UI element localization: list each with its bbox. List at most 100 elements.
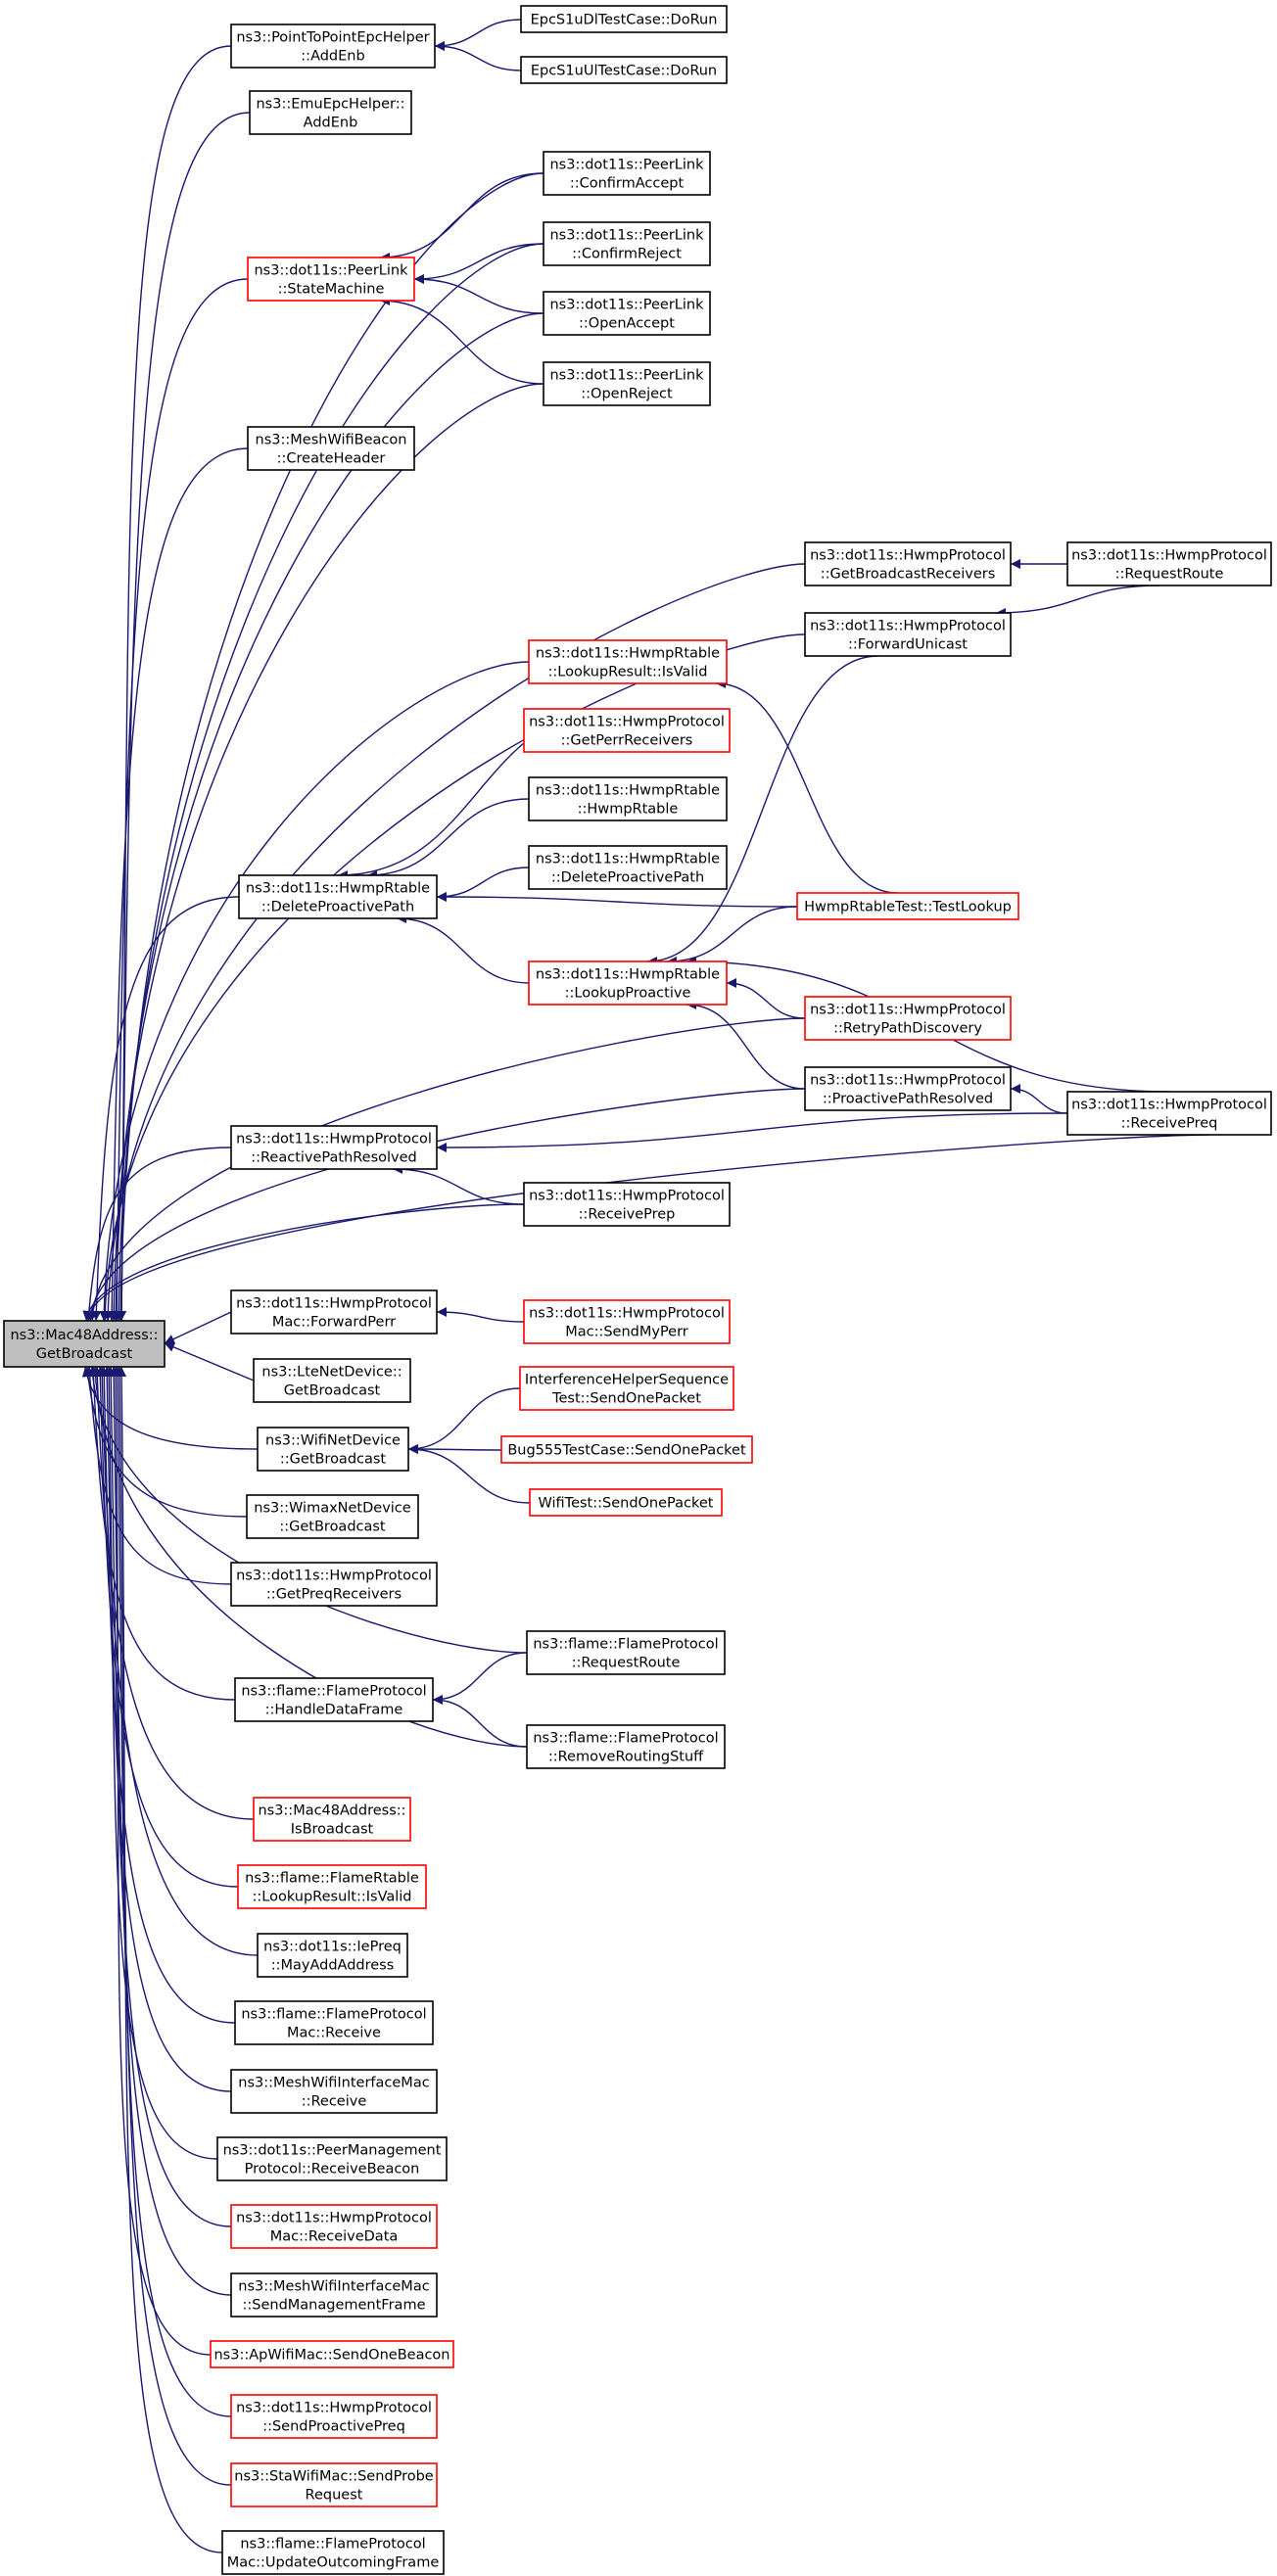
node-hp-sendproactivepreq[interactable]: ns3::dot11s::HwmpProtocol::SendProactive…	[230, 2394, 438, 2439]
node-iepreq-mayaddaddress[interactable]: ns3::dot11s::IePreq::MayAddAddress	[257, 1933, 408, 1978]
node-label-line: ns3::flame::FlameProtocol	[241, 1684, 426, 1700]
node-box	[543, 151, 711, 196]
node-box	[253, 1358, 411, 1403]
node-hp-receiveprep[interactable]: ns3::dot11s::HwmpProtocol::ReceivePrep	[523, 1182, 731, 1227]
node-hr-lookupproactive[interactable]: ns3::dot11s::HwmpRtable::LookupProactive	[528, 960, 728, 1006]
node-hp-reactivepathresolved[interactable]: ns3::dot11s::HwmpProtocol::ReactivePathR…	[230, 1125, 438, 1170]
node-pl-confirmreject[interactable]: ns3::dot11s::PeerLink::ConfirmReject	[543, 221, 711, 266]
edge-mwim_receive-to-root	[102, 1366, 232, 2092]
node-epc-ul[interactable]: EpcS1uUlTestCase::DoRun	[520, 56, 728, 84]
node-hrt-testlookup[interactable]: HwmpRtableTest::TestLookup	[796, 892, 1019, 920]
edge-hp_receivepreq-to-hp_reactivepathresolved	[436, 1112, 1068, 1152]
node-label-line: ::Receive	[302, 2094, 367, 2110]
node-label-line: ns3::EmuEpcHelper::	[256, 97, 404, 113]
node-hr-lookupresult-isvalid[interactable]: ns3::dot11s::HwmpRtable::LookupResult::I…	[528, 639, 728, 684]
node-label-line: ns3::dot11s::HwmpProtocol	[810, 1073, 1006, 1089]
node-hp-requestroute[interactable]: ns3::dot11s::HwmpProtocol::RequestRoute	[1066, 541, 1272, 586]
edge-epc_dl-to-p2p_addenb	[434, 19, 522, 51]
node-label-line: ::LookupResult::IsValid	[547, 665, 707, 680]
node-fr-lookupresult-isvalid[interactable]: ns3::flame::FlameRtable::LookupResult::I…	[237, 1864, 427, 1909]
node-box	[523, 1299, 731, 1344]
node-emu-addenb[interactable]: ns3::EmuEpcHelper::AddEnb	[249, 90, 412, 135]
node-fp-handledataframe[interactable]: ns3::flame::FlameProtocol::HandleDataFra…	[234, 1677, 434, 1722]
node-label-line: ::CreateHeader	[277, 451, 386, 467]
node-epc-dl[interactable]: EpcS1uDlTestCase::DoRun	[520, 5, 728, 33]
edge-pl_statemachine-to-root	[112, 278, 249, 1322]
edge-pl_openaccept-to-root	[111, 312, 544, 1322]
node-box	[230, 2394, 438, 2439]
node-hp-getperrreceivers[interactable]: ns3::dot11s::HwmpProtocol::GetPerrReceiv…	[523, 708, 731, 753]
node-hpm-receivedata[interactable]: ns3::dot11s::HwmpProtocolMac::ReceiveDat…	[230, 2204, 438, 2249]
node-p2p-addenb[interactable]: ns3::PointToPointEpcHelper::AddEnb	[230, 23, 436, 69]
node-bug555-sendonepacket[interactable]: Bug555TestCase::SendOnePacket	[500, 1435, 753, 1464]
node-label-line: ns3::dot11s::HwmpRtable	[536, 646, 720, 662]
node-box	[230, 1289, 438, 1335]
node-root[interactable]: ns3::Mac48Address::GetBroadcast	[3, 1320, 166, 1368]
node-box	[210, 2340, 454, 2368]
node-label-line: EpcS1uUlTestCase::DoRun	[531, 64, 717, 79]
node-mwim-receive[interactable]: ns3::MeshWifiInterfaceMac::Receive	[230, 2069, 438, 2114]
edge-p2p_addenb-to-root	[117, 45, 232, 1322]
node-hr-hwmprtable[interactable]: ns3::dot11s::HwmpRtable::HwmpRtable	[528, 776, 728, 821]
node-label-line: ::ReactivePathResolved	[251, 1150, 417, 1166]
node-hr-deleteproactivepath2[interactable]: ns3::dot11s::HwmpRtable::DeleteProactive…	[528, 845, 728, 890]
node-hr-deleteproactivepath[interactable]: ns3::dot11s::HwmpRtable::DeleteProactive…	[238, 874, 438, 919]
node-pmp-receivebeacon[interactable]: ns3::dot11s::PeerManagementProtocol::Rec…	[216, 2136, 448, 2181]
node-pl-openreject[interactable]: ns3::dot11s::PeerLink::OpenReject	[543, 361, 711, 406]
node-label-line: ns3::dot11s::PeerLink	[254, 263, 408, 279]
node-box	[528, 639, 728, 684]
node-hp-receivepreq[interactable]: ns3::dot11s::HwmpProtocol::ReceivePreq	[1066, 1091, 1272, 1136]
node-mwim-sendmanagementframe[interactable]: ns3::MeshWifiInterfaceMac::SendManagemen…	[230, 2272, 438, 2318]
node-hp-getpreqreceivers[interactable]: ns3::dot11s::HwmpProtocol::GetPreqReceiv…	[230, 1562, 438, 1607]
node-label-line: ::SendProactivePreq	[262, 2419, 405, 2435]
node-wifitest-sendonepacket[interactable]: WifiTest::SendOnePacket	[529, 1488, 723, 1517]
node-box	[247, 257, 415, 302]
edge-hp_receiveprep-to-hp_reactivepathresolved	[392, 1164, 525, 1205]
edge-pl_openreject-to-pl_statemachine	[379, 296, 544, 385]
node-box	[230, 23, 436, 69]
node-label-line: ns3::dot11s::HwmpRtable	[246, 881, 430, 897]
node-hpm-forwardperr[interactable]: ns3::dot11s::HwmpProtocolMac::ForwardPer…	[230, 1289, 438, 1335]
node-wifi-getbroadcast[interactable]: ns3::WifiNetDevice::GetBroadcast	[257, 1427, 409, 1472]
node-label-line: ns3::dot11s::PeerLink	[549, 368, 704, 384]
node-label-line: ns3::flame::FlameProtocol	[241, 2007, 426, 2023]
edge-hp_requestroute-to-hp_forwardunicast	[995, 585, 1160, 618]
node-label-line: ::ReceivePrep	[579, 1207, 676, 1223]
edge-hp_proactivepathresolved-to-hr_lookupproactive	[686, 1000, 806, 1090]
node-label-line: Mac::UpdateOutcomingFrame	[227, 2555, 440, 2571]
node-box	[230, 2069, 438, 2114]
node-pl-statemachine[interactable]: ns3::dot11s::PeerLink::StateMachine	[247, 257, 415, 302]
node-interf-sendonepacket[interactable]: InterferenceHelperSequenceTest::SendOneP…	[519, 1366, 734, 1411]
node-fp-requestroute[interactable]: ns3::flame::FlameProtocol::RequestRoute	[526, 1630, 726, 1675]
node-mwb-createheader[interactable]: ns3::MeshWifiBeacon::CreateHeader	[247, 426, 415, 471]
node-box	[234, 1677, 434, 1722]
node-label-line: ns3::dot11s::HwmpProtocol	[1071, 1098, 1267, 1113]
node-hp-retrypathdiscovery[interactable]: ns3::dot11s::HwmpProtocol::RetryPathDisc…	[804, 996, 1012, 1041]
node-fpm-updateoutgoingframe[interactable]: ns3::flame::FlameProtocolMac::UpdateOutc…	[221, 2530, 445, 2575]
edge-hp_retrypathdiscovery-to-hr_lookupproactive	[726, 978, 806, 1019]
node-label-line: IsBroadcast	[291, 1822, 374, 1838]
node-fp-removeroutingstuff[interactable]: ns3::flame::FlameProtocol::RemoveRouting…	[526, 1724, 726, 1769]
edge-fpm_updateoutgoingframe-to-root	[117, 1366, 223, 2553]
node-label-line: GetBroadcast	[284, 1383, 381, 1399]
edge-interf_sendonepacket-to-wifi_getbroadcast	[407, 1387, 521, 1454]
node-box	[237, 1864, 427, 1909]
node-ap-sendonebeacon[interactable]: ns3::ApWifiMac::SendOneBeacon	[210, 2340, 454, 2368]
edge-ap_sendonebeacon-to-root	[111, 1366, 212, 2356]
node-mac48-isbroadcast[interactable]: ns3::Mac48Address::IsBroadcast	[253, 1797, 411, 1842]
node-label-line: ns3::StaWifiMac::SendProbe	[234, 2469, 434, 2485]
node-hp-forwardunicast[interactable]: ns3::dot11s::HwmpProtocol::ForwardUnicas…	[804, 612, 1012, 657]
node-lte-getbroadcast[interactable]: ns3::LteNetDevice::GetBroadcast	[253, 1358, 411, 1403]
node-label-line: ::RetryPathDiscovery	[833, 1021, 982, 1037]
node-hp-proactivepathresolved[interactable]: ns3::dot11s::HwmpProtocol::ProactivePath…	[804, 1066, 1012, 1111]
node-wimax-getbroadcast[interactable]: ns3::WimaxNetDevice::GetBroadcast	[246, 1494, 419, 1539]
edge-fp_removeroutingstuff-to-root	[90, 1366, 528, 1748]
node-pl-openaccept[interactable]: ns3::dot11s::PeerLink::OpenAccept	[543, 291, 711, 336]
node-pl-confirmaccept[interactable]: ns3::dot11s::PeerLink::ConfirmAccept	[543, 151, 711, 196]
node-hp-getbroadcastreceivers[interactable]: ns3::dot11s::HwmpProtocol::GetBroadcastR…	[804, 541, 1012, 586]
node-label-line: EpcS1uDlTestCase::DoRun	[531, 13, 718, 28]
